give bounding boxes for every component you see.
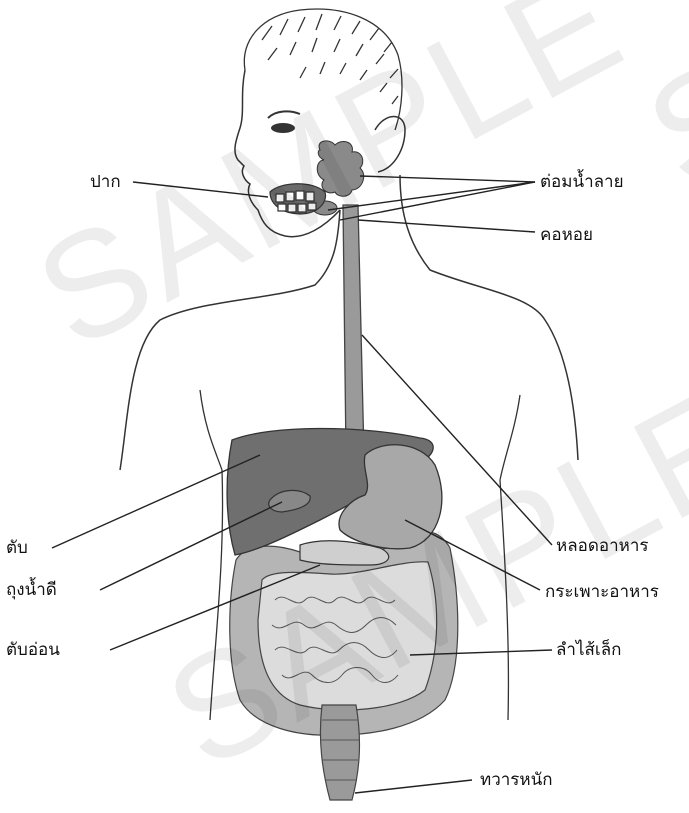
label-mouth: ปาก — [90, 172, 121, 192]
label-liver: ตับ — [6, 538, 28, 558]
label-esophagus: หลอดอาหาร — [556, 536, 649, 556]
label-salivary-gland: ต่อมน้ำลาย — [540, 172, 624, 192]
label-gallbladder: ถุงน้ำดี — [6, 580, 57, 600]
label-throat: คอหอย — [540, 225, 593, 245]
label-small-intestine: ลำไส้เล็ก — [556, 640, 621, 660]
label-rectum: ทวารหนัก — [480, 770, 553, 790]
label-stomach: กระเพาะอาหาร — [545, 582, 659, 602]
label-pancreas: ตับอ่อน — [6, 640, 60, 660]
